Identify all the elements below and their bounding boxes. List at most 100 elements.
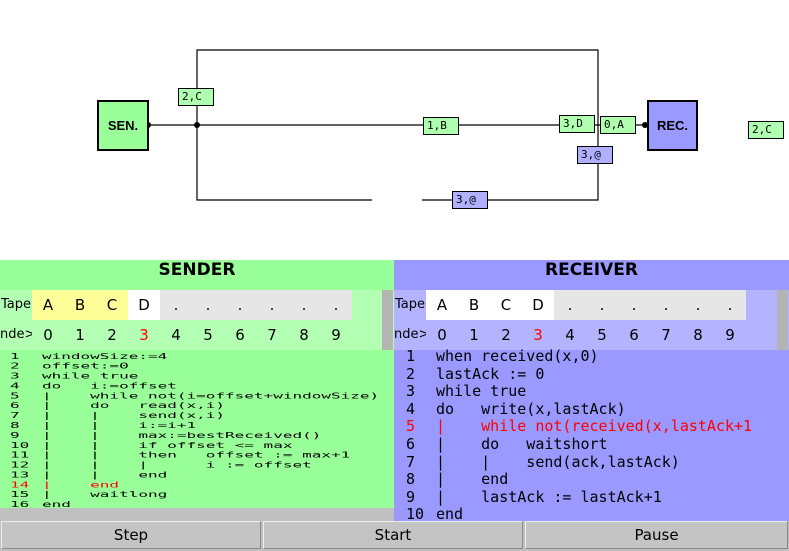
ack-packet: 3,@ xyxy=(452,191,488,209)
receiver-code: 1 when received(x,0) 2 lastAck := 0 3 while t… xyxy=(394,347,789,524)
line-number: 3 xyxy=(406,382,416,401)
index-cell: 9 xyxy=(725,326,735,344)
code-line: | | | i := offset xyxy=(42,459,312,470)
index-cell: 2 xyxy=(501,326,511,344)
line-number: 13 xyxy=(10,469,30,480)
code-line: end xyxy=(42,499,71,510)
tape-cell: C xyxy=(96,290,128,320)
index-label: nde> xyxy=(0,327,32,342)
code-line: | | i:=i+1 xyxy=(42,420,197,431)
line-number: 15 xyxy=(10,489,30,500)
tape-cell: C xyxy=(490,290,522,320)
code-line: end xyxy=(436,505,464,524)
line-number: 5 xyxy=(10,390,20,401)
code-line: offset:=0 xyxy=(42,360,129,371)
code-line: while true xyxy=(436,382,527,401)
step-button[interactable]: Step xyxy=(1,521,261,549)
tape-cell: . xyxy=(682,290,714,320)
code-line: | | send(x,i) xyxy=(42,410,226,421)
code-line: | lastAck := lastAck+1 xyxy=(436,487,662,506)
packet: 3,D xyxy=(559,115,595,133)
sender-scrollbar[interactable] xyxy=(382,290,393,350)
index-cell: 0 xyxy=(43,326,53,344)
ack-packet: 3,@ xyxy=(577,146,613,164)
pause-button[interactable]: Pause xyxy=(525,521,788,549)
index-cell: 8 xyxy=(693,326,703,344)
tape-cell: . xyxy=(554,290,586,320)
code-line: | | send(ack,lastAck) xyxy=(436,452,680,471)
index-cell: 9 xyxy=(331,326,341,344)
code-line: when received(x,0) xyxy=(436,347,599,365)
code-line: do i:=offset xyxy=(42,380,177,391)
tape-cell: . xyxy=(650,290,682,320)
index-cell: 4 xyxy=(565,326,575,344)
start-button[interactable]: Start xyxy=(263,521,523,549)
tape-cell: . xyxy=(714,290,746,320)
code-line: lastAck := 0 xyxy=(436,364,545,383)
line-number: 2 xyxy=(406,364,416,383)
code-line: | | if offset <= max xyxy=(42,439,293,450)
tape-cell: . xyxy=(586,290,618,320)
packet: 1,B xyxy=(423,117,459,135)
sender-node[interactable]: SEN. xyxy=(97,100,149,151)
tape-cell: . xyxy=(320,290,352,320)
tape-cell: B xyxy=(458,290,490,320)
line-number: 6 xyxy=(10,400,20,411)
index-cell: 4 xyxy=(171,326,181,344)
line-number: 9 xyxy=(10,430,20,440)
line-number: 4 xyxy=(406,399,416,418)
line-number: 5 xyxy=(406,417,416,436)
receiver-scrollbar[interactable] xyxy=(777,290,788,350)
code-line: | | then offset := max+1 xyxy=(42,449,351,460)
line-number: 6 xyxy=(406,435,416,453)
line-number: 7 xyxy=(10,410,20,421)
receiver-node[interactable]: REC. xyxy=(647,100,698,151)
line-number: 2 xyxy=(10,360,20,371)
packet: 0,A xyxy=(600,116,636,134)
code-line: | | end xyxy=(42,469,168,480)
line-number: 8 xyxy=(406,470,416,489)
tape-cell: . xyxy=(256,290,288,320)
tape-cell: D xyxy=(522,290,554,320)
tape-cell: . xyxy=(224,290,256,320)
tape-cell: D xyxy=(128,290,160,320)
index-cell: 8 xyxy=(299,326,309,344)
code-line: do write(x,lastAck) xyxy=(436,399,626,418)
packet: 2,C xyxy=(748,121,784,139)
line-number: 14 xyxy=(10,479,30,490)
tape-cell: . xyxy=(192,290,224,320)
index-cell: 1 xyxy=(75,326,85,344)
code-line: | do waitshort xyxy=(436,435,608,453)
tape-cell: A xyxy=(426,290,458,320)
code-line: | waitlong xyxy=(42,489,168,500)
line-number: 10 xyxy=(406,505,425,524)
sender-title: SENDER xyxy=(158,260,236,280)
line-number: 11 xyxy=(10,449,30,460)
index-cell: 6 xyxy=(629,326,639,344)
line-number: 8 xyxy=(10,420,20,431)
line-number: 4 xyxy=(10,380,20,391)
code-line: | end xyxy=(436,470,509,489)
code-line: windowSize:=4 xyxy=(42,351,168,361)
line-number: 3 xyxy=(10,370,20,381)
network-diagram: SEN. REC. 2,C 1,B 3,D 0,A 3,@ 3,@ 2,C xyxy=(0,0,789,260)
index-cell: 3 xyxy=(533,326,543,344)
index-cell: 5 xyxy=(597,326,607,344)
line-number: 1 xyxy=(406,347,416,365)
code-line: | | max:=bestReceived() xyxy=(42,430,322,440)
line-number: 12 xyxy=(10,459,30,470)
tape-cell: B xyxy=(64,290,96,320)
tape-cell: . xyxy=(618,290,650,320)
code-line: | do read(x,i) xyxy=(42,400,226,411)
index-cell: 0 xyxy=(437,326,447,344)
index-label: nde> xyxy=(394,327,426,342)
code-line: | end xyxy=(42,479,120,490)
index-cell: 6 xyxy=(235,326,245,344)
